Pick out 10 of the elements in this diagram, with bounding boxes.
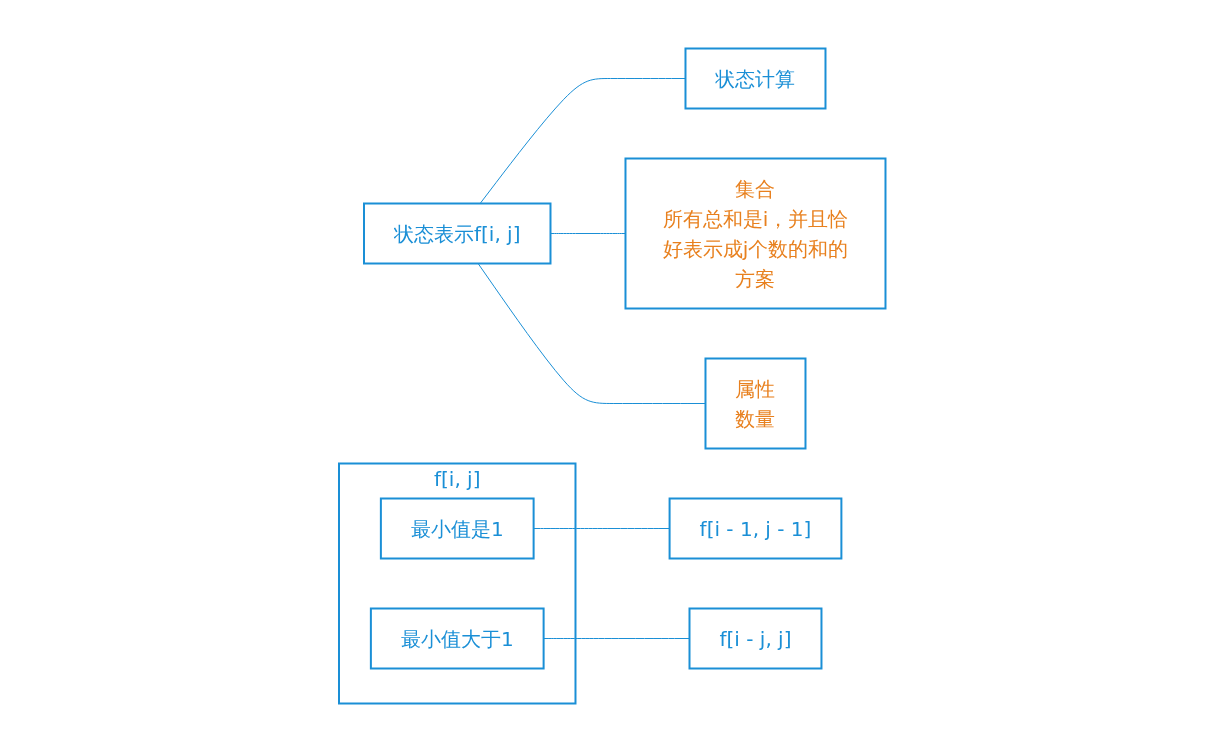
node-box: 最小值大于1	[369, 607, 545, 669]
node-box: 集合 所有总和是i，并且恰好表示成j个数的和的方案	[624, 157, 887, 309]
node-box: 属性 数量	[704, 357, 807, 449]
node-box: 状态计算	[684, 47, 827, 109]
node-box: 状态表示f[i, j]	[362, 202, 552, 264]
node-box: 最小值是1	[379, 497, 535, 559]
node-box: f[i - 1, j - 1]	[668, 497, 843, 559]
connector	[477, 262, 706, 404]
connector	[479, 77, 686, 204]
node-box: f[i - j, j]	[688, 607, 823, 669]
